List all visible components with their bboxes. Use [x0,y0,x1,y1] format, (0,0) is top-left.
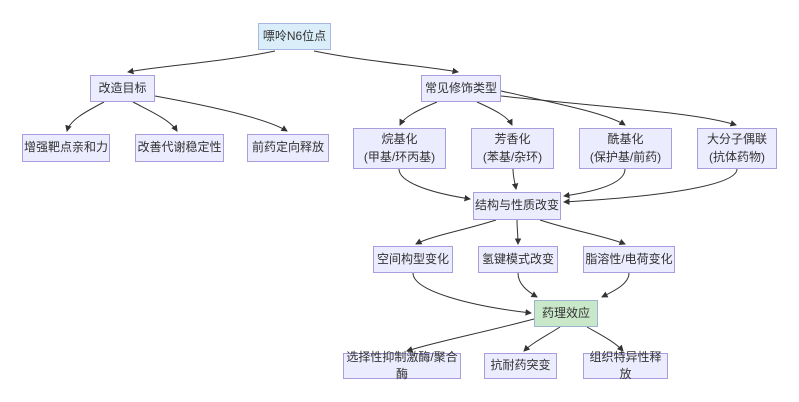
edge-alkylation-to-structure-property-change [398,168,471,202]
edge-macromolecule-conjugation-to-structure-property-change [563,168,738,205]
edge-purine-n6-site-to-common-modification-types [313,50,459,75]
node-acylation: 酰基化 (保护基/前药) [579,128,672,169]
node-structure-property-change: 结构与性质改变 [473,192,561,220]
node-improve-metabolic-stability: 改善代谢稳定性 [135,134,224,162]
edge-common-modification-types-to-alkylation [399,101,438,126]
edge-common-modification-types-to-aromatization [476,101,513,126]
edge-modification-goals-to-prodrug-targeted-release [154,95,288,132]
edge-structure-property-change-to-hbond-pattern-change [514,219,522,245]
node-tissue-specific-release: 组织特异性释放 [583,350,668,381]
edge-pharmacological-effect-to-tissue-specific-release [586,326,624,352]
node-prodrug-targeted-release: 前药定向释放 [247,134,329,162]
node-lipophilicity-charge-change: 脂溶性/电荷变化 [583,246,675,273]
edge-aromatization-to-structure-property-change [511,168,519,190]
node-spatial-configuration-change: 空间构型变化 [373,246,453,273]
edge-acylation-to-structure-property-change [563,168,626,199]
node-common-modification-types: 常见修饰类型 [421,75,501,102]
node-modification-goals: 改造目标 [90,75,155,102]
edge-structure-property-change-to-lipophilicity-charge-change [539,219,626,245]
node-aromatization: 芳香化 (苯基/杂环) [471,128,554,169]
node-resist-drug-mutations: 抗耐药突变 [484,353,557,379]
node-pharmacological-effect: 药理效应 [534,300,598,327]
edge-hbond-pattern-change-to-pharmacological-effect [517,272,538,298]
edge-purine-n6-site-to-modification-goals [127,50,276,75]
node-macromolecule-conjugation: 大分子偶联 (抗体药物) [697,128,777,169]
edge-modification-goals-to-improve-metabolic-stability [132,101,178,132]
node-hbond-pattern-change: 氢键模式改变 [478,246,558,273]
edge-pharmacological-effect-to-resist-drug-mutations [523,326,561,352]
edge-spatial-configuration-change-to-pharmacological-effect [412,272,532,316]
edge-modification-goals-to-enhance-target-affinity [65,101,105,132]
edge-structure-property-change-to-spatial-configuration-change [415,219,497,245]
node-alkylation: 烷基化 (甲基/环丙基) [353,128,446,169]
edge-common-modification-types-to-macromolecule-conjugation [500,95,737,127]
edge-pharmacological-effect-to-selective-enzyme-inhibition [406,318,535,353]
node-enhance-target-affinity: 增强靶点亲和力 [22,134,110,162]
edge-lipophilicity-charge-change-to-pharmacological-effect [601,272,630,298]
edge-common-modification-types-to-acylation [500,90,626,126]
node-purine-n6-site: 嘌呤N6位点 [258,23,331,50]
node-selective-enzyme-inhibition: 选择性抑制激酶/聚合酶 [343,350,461,381]
